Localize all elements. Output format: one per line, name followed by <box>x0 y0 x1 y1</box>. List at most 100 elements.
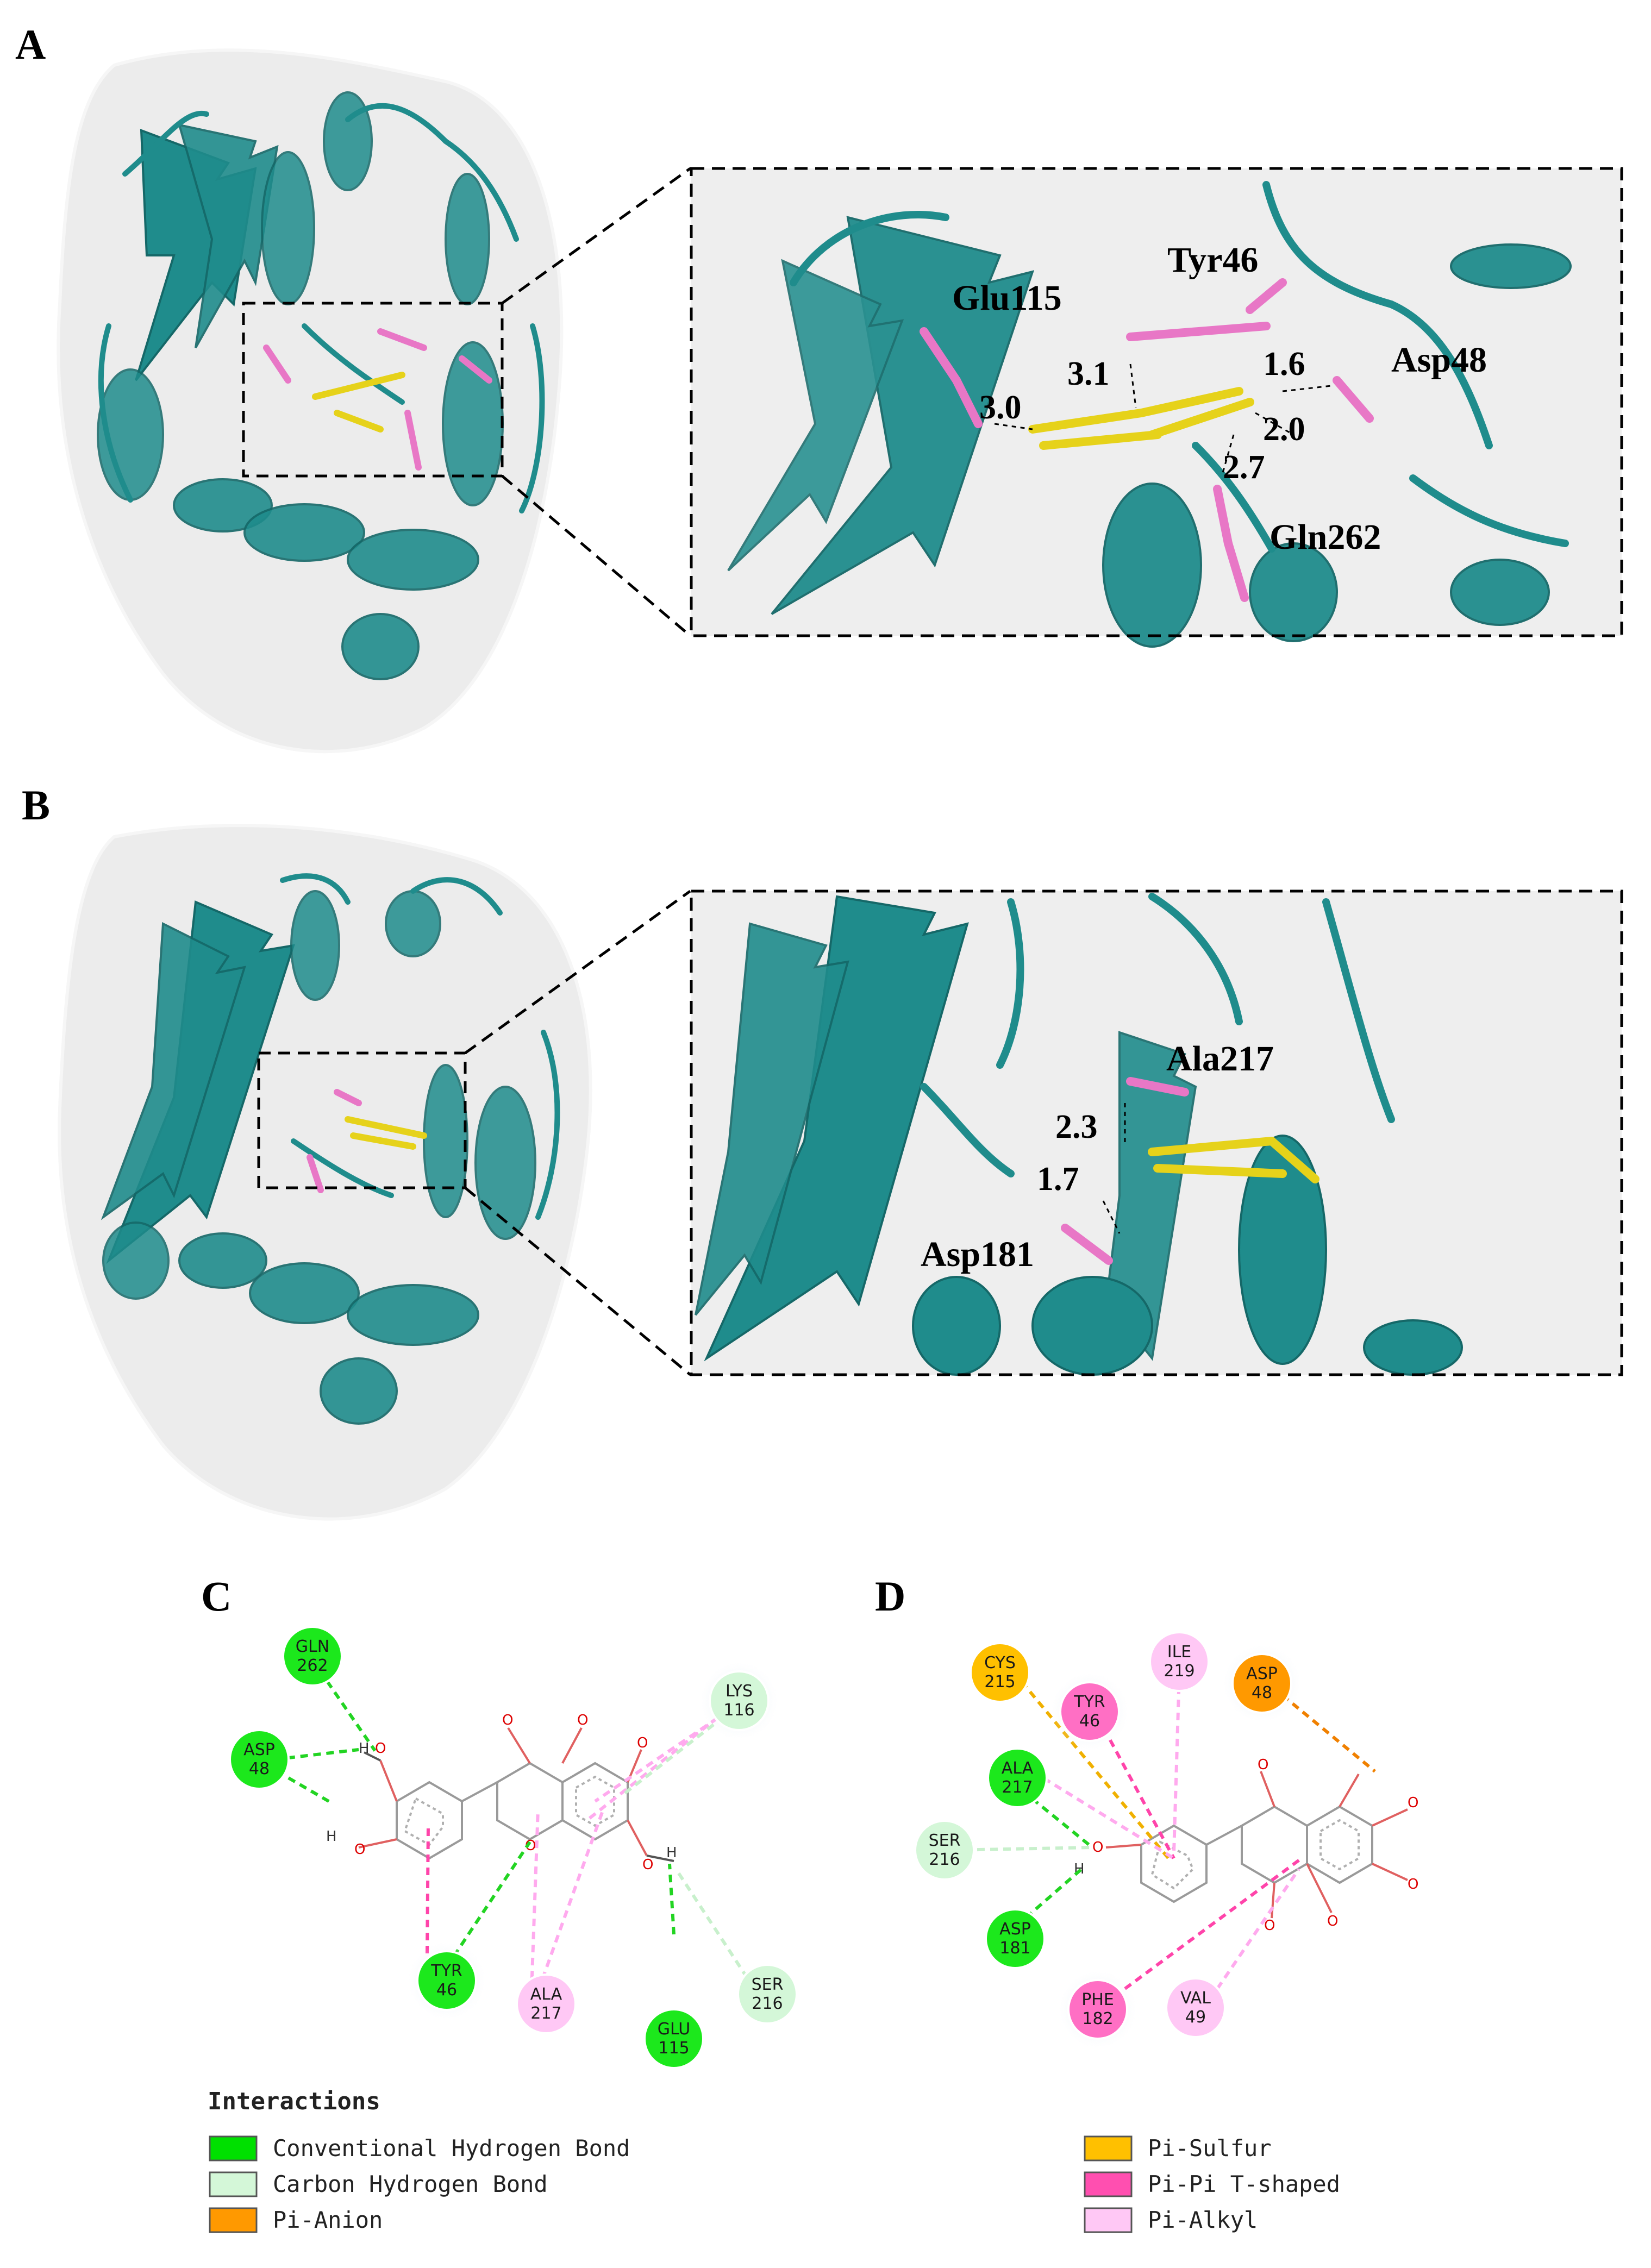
legend-label-carbon-hbond: Carbon Hydrogen Bond <box>273 2171 548 2197</box>
node-ala217-d <box>987 1747 1048 1808</box>
residue-label-glu115: Glu115 <box>952 278 1062 318</box>
legend-label-conventional-hbond: Conventional Hydrogen Bond <box>273 2135 630 2162</box>
svg-text:LYS: LYS <box>726 1682 753 1701</box>
node-glu115 <box>643 2008 704 2069</box>
legend-swatch-conventional-hbond <box>209 2135 258 2162</box>
svg-text:O: O <box>502 1712 513 1728</box>
svg-text:PHE: PHE <box>1081 1990 1114 2009</box>
svg-text:TYR: TYR <box>430 1962 462 1981</box>
legend-label-pi-anion: Pi-Anion <box>273 2207 383 2233</box>
svg-text:O: O <box>1327 1913 1338 1929</box>
legend-swatch-pi-sulfur <box>1084 2135 1133 2162</box>
svg-text:CYS: CYS <box>984 1653 1016 1672</box>
node-gln262 <box>282 1626 343 1687</box>
svg-text:217: 217 <box>530 2004 561 2023</box>
distance-label-b-2: 1.7 <box>1037 1161 1079 1198</box>
distance-label-a-4: 2.0 <box>1263 411 1305 448</box>
panel-c-interaction-lines <box>274 1659 756 1993</box>
panel-a-protein-overview <box>57 48 564 754</box>
residue-label-gln262: Gln262 <box>1269 517 1381 557</box>
svg-text:ALA: ALA <box>1002 1759 1034 1778</box>
residue-label-ala217: Ala217 <box>1166 1039 1274 1079</box>
residue-label-tyr46: Tyr46 <box>1167 240 1258 280</box>
legend-label-pi-alkyl: Pi-Alkyl <box>1148 2207 1258 2233</box>
interactions-legend: Interactions Conventional Hydrogen Bond … <box>208 2088 1340 2233</box>
node-asp48 <box>229 1729 290 1790</box>
panel-c-atom-labels: O O O O O O O H H H <box>326 1712 677 1873</box>
svg-text:ALA: ALA <box>530 1985 562 2004</box>
svg-text:46: 46 <box>436 1981 457 2000</box>
svg-text:TYR: TYR <box>1073 1693 1105 1712</box>
svg-text:O: O <box>1258 1757 1268 1773</box>
legend-label-pi-pi-tshaped: Pi-Pi T-shaped <box>1148 2171 1340 2197</box>
panel-a-zoom-view: Glu115 Tyr46 Asp48 Gln262 3.0 3.1 1.6 2.… <box>691 168 1622 648</box>
node-ile219 <box>1149 1631 1210 1692</box>
distance-label-a-5: 2.7 <box>1223 449 1265 486</box>
svg-text:ASP: ASP <box>999 1920 1031 1939</box>
panel-b-zoom-frame <box>690 889 1623 1376</box>
svg-text:ASP: ASP <box>1246 1664 1278 1683</box>
distance-label-a-3: 1.6 <box>1263 346 1305 383</box>
distance-label-a-2: 3.1 <box>1067 355 1110 392</box>
panel-b-zoom-connector-bottom <box>464 1187 691 1376</box>
panel-a-zoom-connector-top <box>501 167 691 305</box>
svg-text:49: 49 <box>1185 2008 1206 2027</box>
panel-b-zoom-connector-top <box>464 889 691 1055</box>
svg-text:O: O <box>525 1838 536 1854</box>
panel-d-residue-nodes: CYS 215 ILE 219 TYR 46 ASP 48 ALA 217 SE… <box>914 1631 1300 2047</box>
legend-label-pi-sulfur: Pi-Sulfur <box>1148 2135 1272 2162</box>
residue-label-asp48: Asp48 <box>1391 340 1487 380</box>
svg-text:181: 181 <box>999 1939 1030 1958</box>
legend-swatch-pi-alkyl <box>1084 2207 1133 2233</box>
residue-label-asp181: Asp181 <box>921 1235 1034 1274</box>
distance-label-a-1: 3.0 <box>979 389 1022 426</box>
svg-text:262: 262 <box>297 1656 328 1675</box>
legend-swatch-carbon-hbond <box>209 2171 258 2197</box>
node-ser216-d <box>914 1820 975 1881</box>
svg-text:O: O <box>637 1735 648 1751</box>
panel-b-letter: B <box>22 781 50 829</box>
panel-a-letter: A <box>15 21 46 68</box>
panel-c-ligand-structure <box>358 1727 674 1862</box>
svg-text:115: 115 <box>658 2039 689 2058</box>
svg-text:O: O <box>1408 1795 1418 1811</box>
svg-text:O: O <box>1264 1918 1275 1934</box>
svg-text:O: O <box>577 1712 588 1728</box>
panel-d-letter: D <box>875 1572 905 1620</box>
legend-swatch-pi-anion <box>209 2207 258 2233</box>
legend-swatch-pi-pi-tshaped <box>1084 2171 1133 2197</box>
svg-text:48: 48 <box>1252 1683 1272 1702</box>
svg-text:SER: SER <box>752 1975 784 1994</box>
node-val49-d <box>1165 1977 1226 2038</box>
panel-c-residue-nodes: GLN 262 ASP 48 LYS 116 TYR 46 ALA 217 GL… <box>229 1626 798 2069</box>
svg-text:216: 216 <box>929 1850 960 1869</box>
svg-text:219: 219 <box>1164 1662 1195 1681</box>
svg-text:GLN: GLN <box>296 1637 329 1656</box>
node-cys215 <box>970 1642 1030 1703</box>
svg-text:182: 182 <box>1082 2009 1113 2028</box>
svg-text:H: H <box>326 1828 337 1845</box>
svg-text:O: O <box>642 1857 653 1873</box>
node-tyr46 <box>416 1950 477 2011</box>
svg-text:GLU: GLU <box>658 2020 690 2039</box>
svg-text:46: 46 <box>1079 1712 1100 1731</box>
svg-text:VAL: VAL <box>1180 1989 1211 2008</box>
svg-text:48: 48 <box>249 1759 270 1778</box>
node-asp48-d <box>1231 1653 1292 1714</box>
svg-text:215: 215 <box>984 1672 1015 1691</box>
node-ala217 <box>516 1973 577 2034</box>
node-lys116 <box>709 1670 770 1731</box>
svg-text:O: O <box>375 1740 386 1757</box>
svg-text:216: 216 <box>752 1994 783 2013</box>
panel-a-selection-box <box>242 302 504 478</box>
svg-text:H: H <box>666 1845 677 1861</box>
svg-text:217: 217 <box>1002 1778 1033 1797</box>
panel-b-zoom-view: Ala217 Asp181 2.3 1.7 <box>691 891 1622 1376</box>
panel-c-letter: C <box>201 1572 232 1620</box>
svg-text:116: 116 <box>723 1701 754 1720</box>
legend-title: Interactions <box>208 2088 380 2115</box>
distance-label-b-1: 2.3 <box>1055 1108 1098 1145</box>
panel-b-selection-box <box>257 1051 467 1189</box>
node-ser216 <box>737 1964 798 2025</box>
